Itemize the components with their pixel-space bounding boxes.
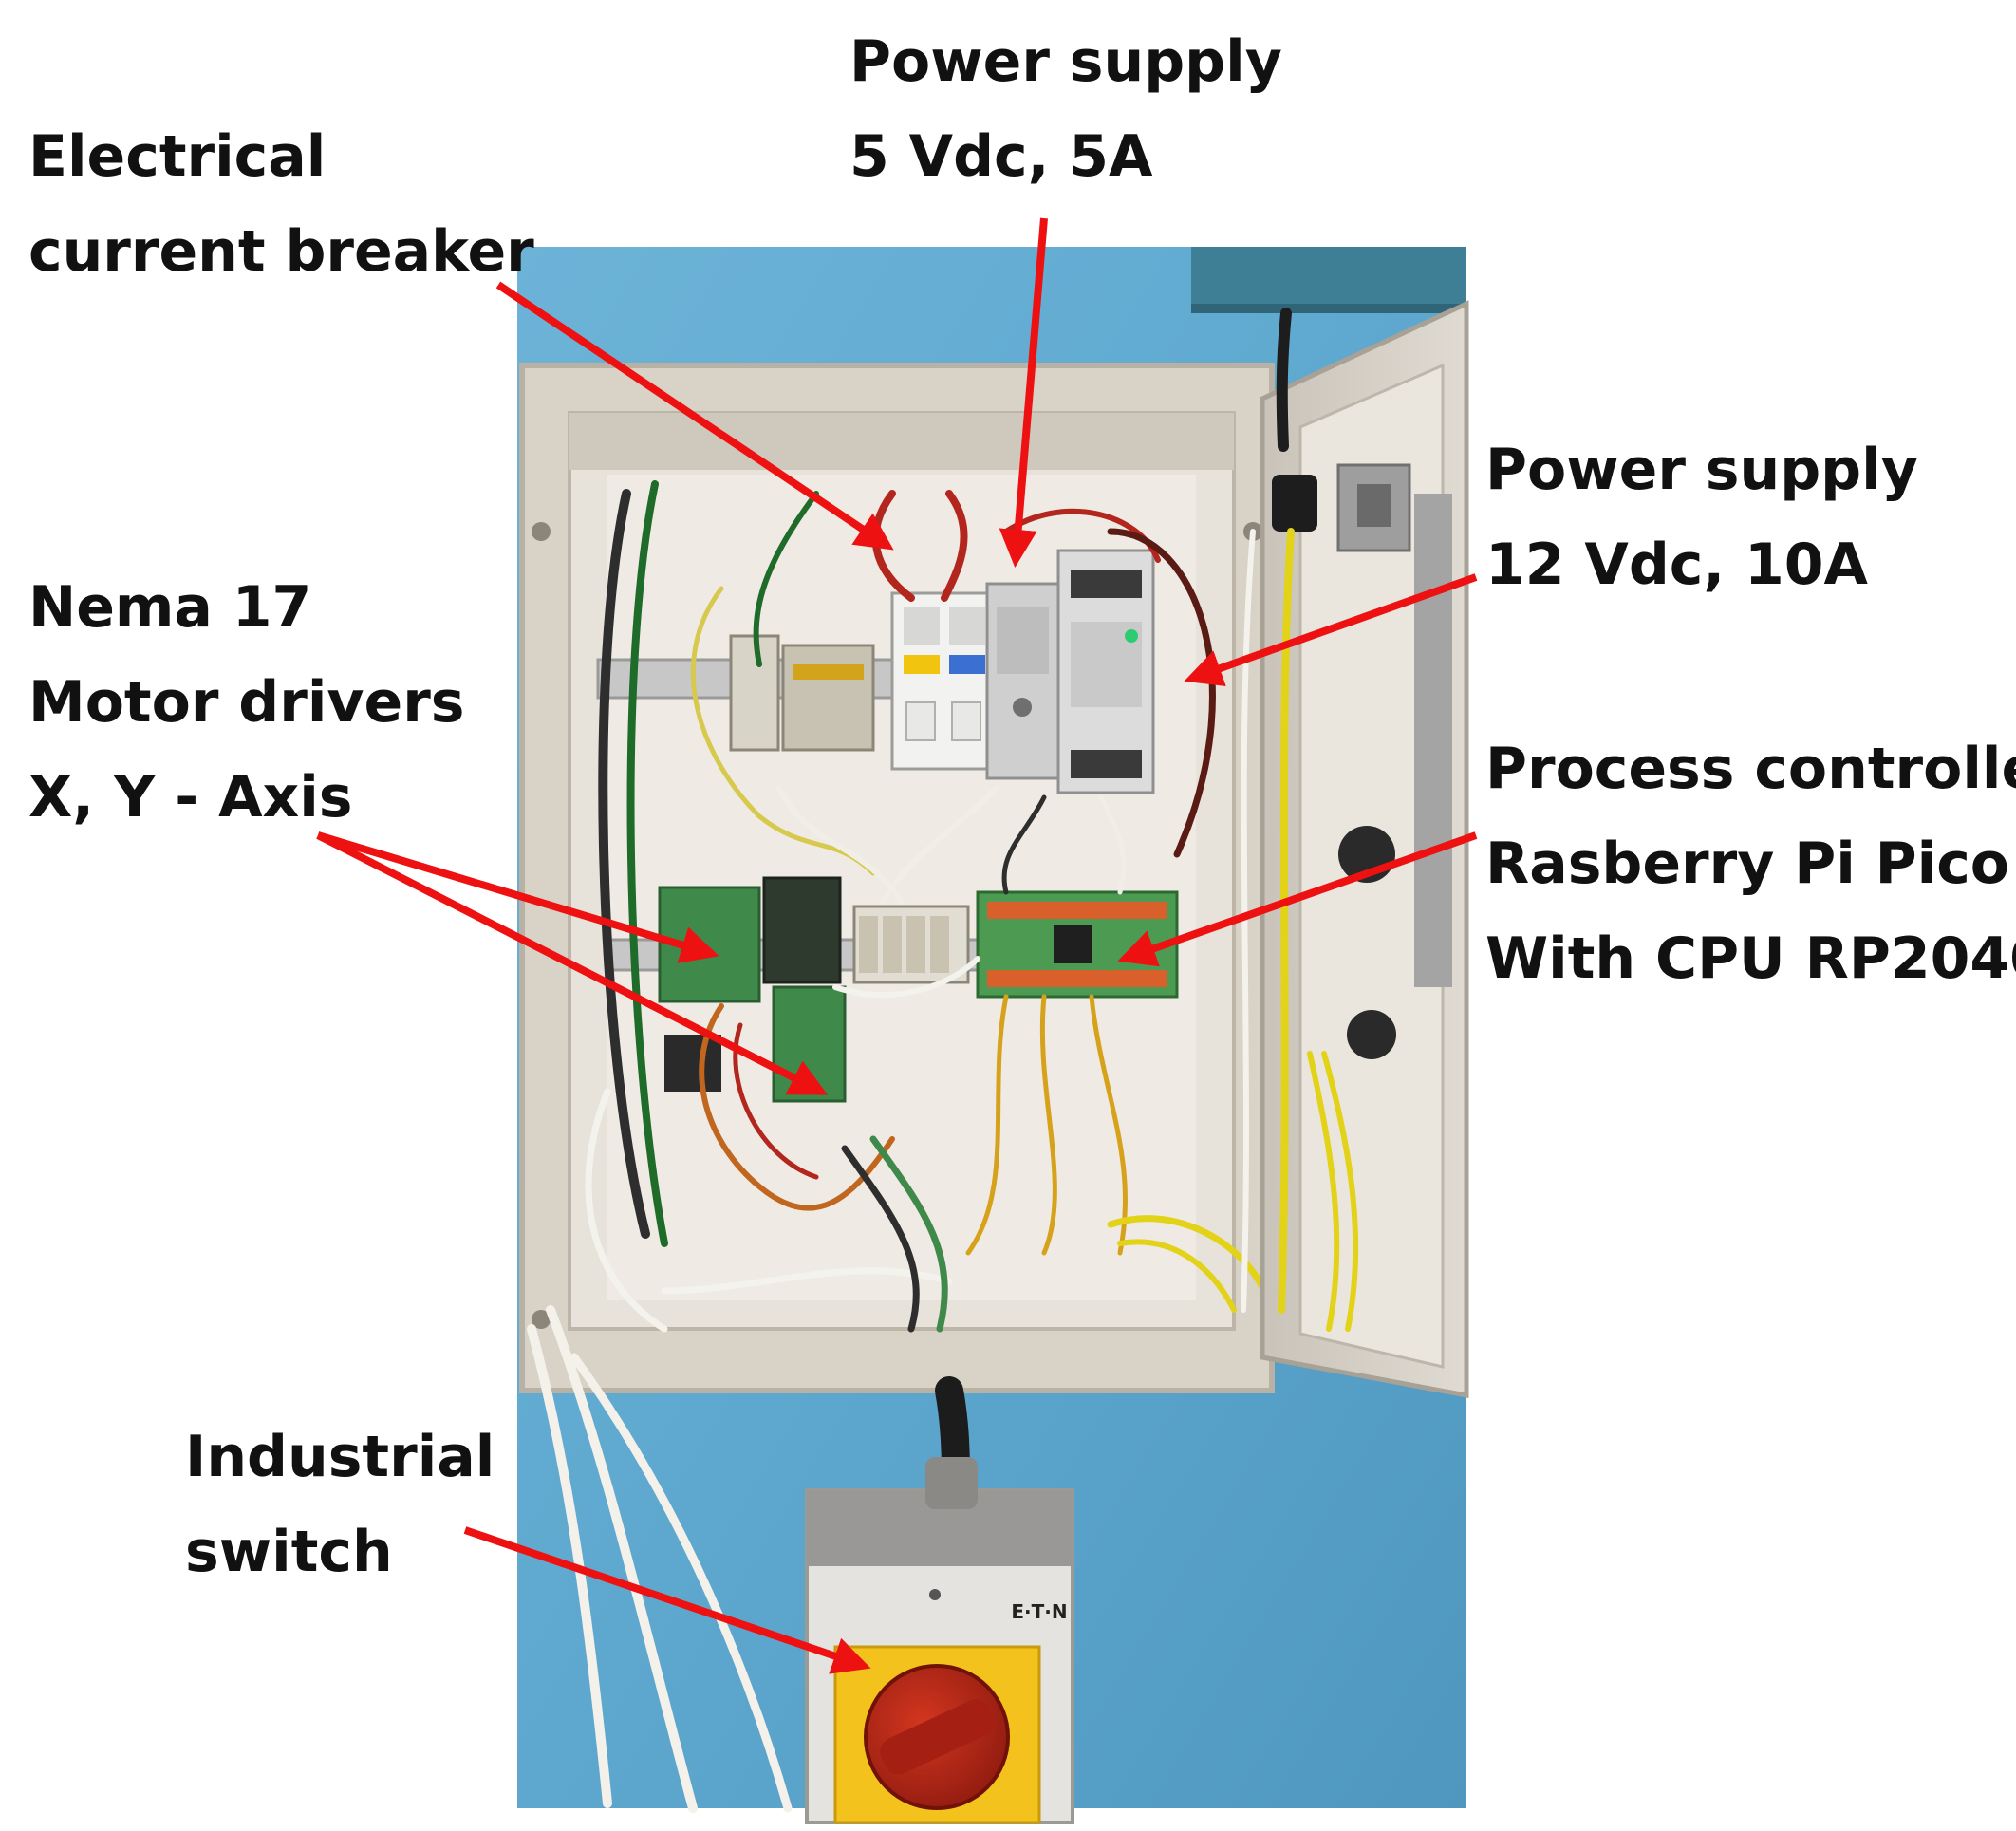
label-line: 5 Vdc, 5A [849, 123, 1153, 190]
label-line: With CPU RP2040 [1485, 925, 2016, 992]
label-line: Rasberry Pi Pico [1485, 831, 2009, 897]
label-line: Power supply [849, 28, 1282, 95]
electrical-enclosure [519, 363, 1295, 1393]
label-line: Power supply [1485, 437, 1918, 503]
arrow-industrial-switch [463, 1526, 871, 1674]
annotation-arrows [316, 217, 1478, 1674]
label-line: Industrial [185, 1424, 495, 1490]
label-line: Process controller [1485, 736, 2016, 802]
arrow-power-supply-12v [1184, 573, 1478, 687]
power-supply-5v [985, 582, 1060, 780]
label-line: Electrical [28, 123, 326, 190]
wiring [585, 480, 1295, 1361]
arrow-process-controller [1117, 831, 1478, 967]
photo: E·T·N [517, 247, 1469, 1824]
enclosure-door [1241, 300, 1469, 1399]
label-line: switch [185, 1519, 393, 1585]
label-line: Nema 17 [28, 574, 311, 641]
industrial-switch-device: E·T·N [805, 1457, 1074, 1824]
label-line: Motor drivers [28, 669, 465, 736]
arrow-motor-driver-x [316, 831, 719, 963]
arrow-motor-driver-y [316, 831, 829, 1095]
label-line: current breaker [28, 218, 534, 285]
arrow-current-breaker [495, 281, 894, 551]
annotation-labels: Electrical current breaker Power supply … [28, 28, 2016, 1585]
label-industrial-switch: Industrial switch [185, 1424, 495, 1585]
label-motor-drivers: Nema 17 Motor drivers X, Y - Axis [28, 574, 465, 831]
power-supply-12v [1056, 549, 1155, 794]
circuit-breaker [890, 591, 999, 771]
label-process-controller: Process controller Rasberry Pi Pico With… [1485, 736, 2016, 992]
label-power-supply-12v: Power supply 12 Vdc, 10A [1485, 437, 1918, 598]
switch-brand-text: E·T·N [1011, 1600, 1067, 1623]
label-current-breaker: Electrical current breaker [28, 123, 534, 285]
label-line: 12 Vdc, 10A [1485, 532, 1869, 598]
arrow-power-supply-5v [999, 217, 1048, 568]
wall-junction-box [1191, 247, 1466, 313]
label-line: X, Y - Axis [28, 764, 352, 831]
label-power-supply-5v: Power supply 5 Vdc, 5A [849, 28, 1282, 190]
raspberry-pi-pico [976, 890, 1179, 999]
